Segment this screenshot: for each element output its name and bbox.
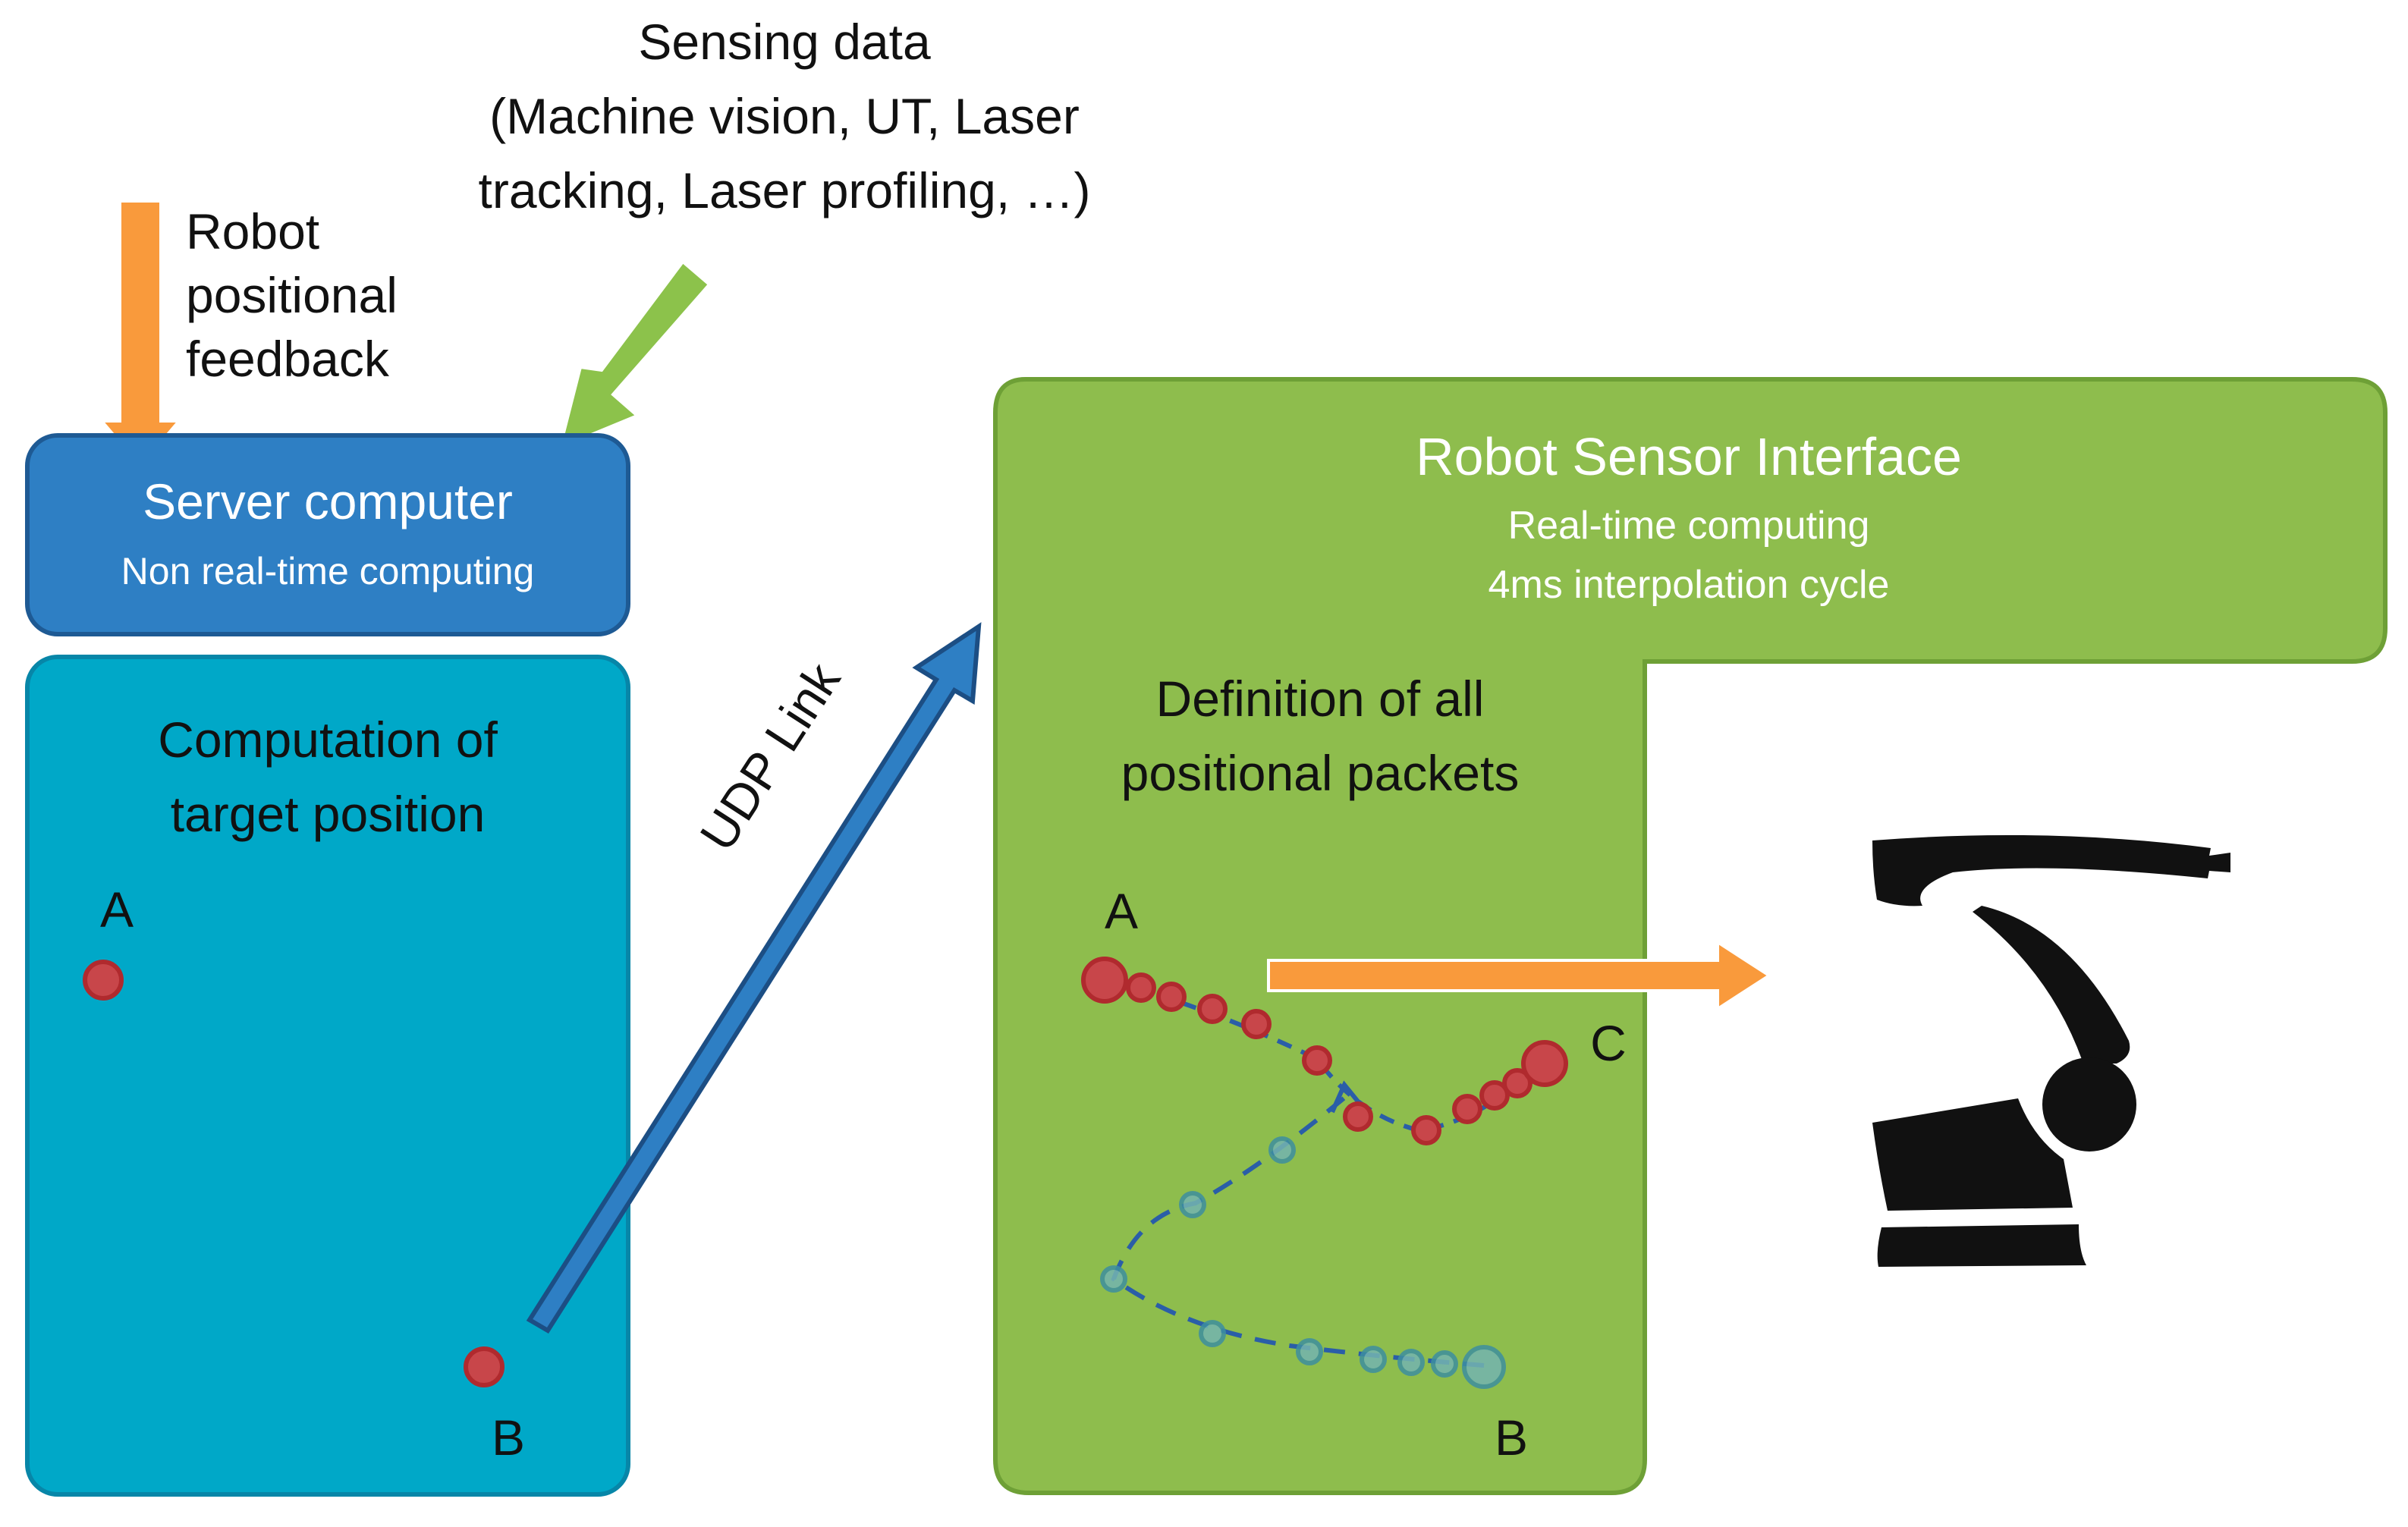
server-computer-subtitle: Non real-time computing [121, 550, 535, 592]
blue-point [1431, 1350, 1458, 1378]
red-point [1343, 1101, 1373, 1132]
red-point [1502, 1068, 1533, 1098]
rsi-box: Robot Sensor Interface Real-time computi… [993, 377, 2388, 1495]
sensing-data-label: Sensing data (Machine vision, UT, Laser … [479, 14, 1091, 218]
industrial-robot-arm-icon [1872, 834, 2230, 1267]
robot-feedback-line2: positional [186, 267, 398, 323]
rsi-definition-line2: positional packets [1121, 745, 1520, 801]
computation-box: Computation of target position A B [25, 655, 630, 1497]
rsi-definition-line1: Definition of all [1156, 671, 1485, 727]
rsi-point-a [1081, 957, 1128, 1004]
blue-point [1360, 1346, 1387, 1373]
blue-points [1100, 1136, 1506, 1389]
red-points [1081, 957, 1568, 1145]
computation-line1: Computation of [158, 712, 498, 768]
rsi-point-c [1521, 1040, 1568, 1087]
red-point [1197, 994, 1228, 1024]
red-point [1452, 1094, 1482, 1124]
blue-point [1397, 1349, 1425, 1376]
red-point [1126, 972, 1156, 1003]
blue-point [1100, 1265, 1127, 1293]
rsi-point-a-label: A [1105, 883, 1138, 939]
server-computer-box: Server computer Non real-time computing [25, 433, 630, 636]
robot-feedback-label: Robot positional feedback [186, 203, 398, 387]
computation-point-a-label: A [100, 881, 134, 938]
sensing-data-arrow [558, 259, 712, 451]
robot-feedback-arrow [98, 200, 183, 470]
computation-point-b-label: B [492, 1409, 525, 1466]
sensing-data-line1: Sensing data [638, 14, 931, 70]
computation-line2: target position [171, 786, 486, 842]
blue-point [1199, 1320, 1226, 1347]
computation-point-b [464, 1346, 505, 1387]
red-point [1479, 1080, 1510, 1111]
sensing-data-line2: (Machine vision, UT, Laser [489, 88, 1080, 144]
rsi-point-b-label: B [1495, 1409, 1528, 1466]
rsi-subtitle2: 4ms interpolation cycle [1488, 563, 1890, 607]
red-point [1411, 1115, 1441, 1145]
red-point [1302, 1045, 1332, 1076]
rsi-point-b [1462, 1345, 1506, 1389]
rsi-subtitle1: Real-time computing [1508, 504, 1870, 548]
udp-link-arrow [526, 622, 982, 1334]
server-computer-title: Server computer [143, 473, 513, 529]
rsi-title: Robot Sensor Interface [1416, 427, 1962, 486]
rsi-point-c-label: C [1590, 1015, 1627, 1071]
sensing-data-line3: tracking, Laser profiling, …) [479, 162, 1091, 218]
robot-feedback-line1: Robot [186, 203, 319, 259]
rsi-to-robot-arrow [1267, 939, 1772, 1012]
udp-link-label: UDP Link [689, 652, 851, 860]
robot-feedback-line3: feedback [186, 331, 390, 387]
blue-point [1296, 1338, 1323, 1365]
blue-point [1268, 1136, 1296, 1164]
red-point [1241, 1009, 1272, 1039]
computation-point-a [83, 960, 124, 1001]
path-turn-arrowhead [1330, 1080, 1366, 1114]
red-point [1156, 982, 1187, 1012]
blue-point [1179, 1191, 1206, 1218]
